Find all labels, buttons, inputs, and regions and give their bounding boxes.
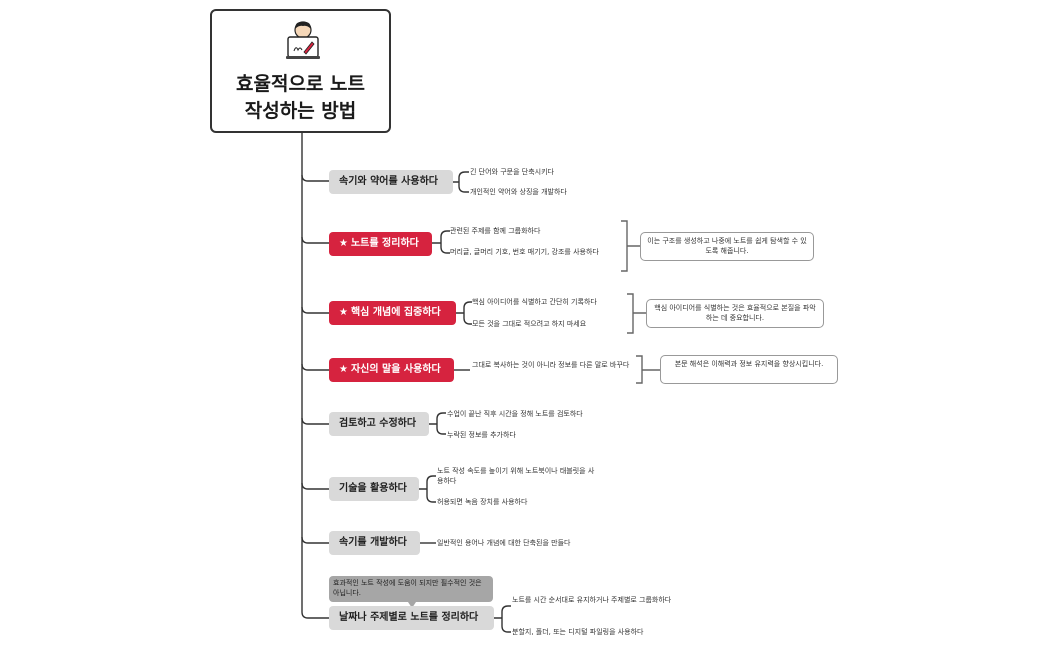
subtopic[interactable]: 누락된 정보를 추가하다	[447, 431, 516, 439]
star-icon: ★	[339, 364, 348, 375]
subtopic[interactable]: 머리글, 글머리 기호, 번호 매기기, 강조를 사용하다	[450, 248, 599, 256]
branch-topic-organize-by-date-topic[interactable]: 날짜나 주제별로 노트를 정리하다	[329, 606, 494, 630]
branch-topic-review-revise[interactable]: 검토하고 수정하다	[329, 412, 429, 436]
branch-label: 핵심 개념에 집중하다	[350, 307, 441, 318]
subtopic[interactable]: 그대로 복사하는 것이 아니라 정보를 다른 말로 바꾸다	[472, 361, 630, 369]
summary-note[interactable]: 본문 해석은 이해력과 정보 유지력을 향상시킵니다.	[660, 355, 838, 384]
subtopic[interactable]: 노트를 시간 순서대로 유지하거나 주제별로 그룹화하다	[512, 596, 672, 604]
branch-topic-focus-key-concepts[interactable]: ★핵심 개념에 집중하다	[329, 301, 456, 325]
branch-topic-organize-notes[interactable]: ★노트를 정리하다	[329, 232, 432, 256]
branch-label: 속기와 약어를 사용하다	[339, 176, 438, 187]
branch-label: 검토하고 수정하다	[339, 418, 417, 429]
root-title: 효율적으로 노트 작성하는 방법	[236, 73, 365, 122]
branch-label: 날짜나 주제별로 노트를 정리하다	[339, 612, 479, 623]
subtopic[interactable]: 수업이 끝난 직후 시간을 정해 노트를 검토하다	[447, 410, 583, 418]
branch-topic-use-technology[interactable]: 기술을 활용하다	[329, 477, 419, 501]
subtopic[interactable]: 일반적인 용어나 개념에 대한 단축된을 만들다	[437, 539, 571, 547]
subtopic[interactable]: 핵심 아이디어를 식별하고 간단히 기록하다	[472, 298, 597, 306]
subtopic[interactable]: 노트 작성 속도를 높이기 위해 노트북이나 태블릿을 사용하다	[437, 467, 595, 485]
branch-label: 노트를 정리하다	[350, 238, 419, 249]
branch-topic-develop-shorthand[interactable]: 속기를 개발하다	[329, 531, 420, 555]
branch-label: 자신의 말을 사용하다	[350, 364, 441, 375]
branch-topic-use-own-words[interactable]: ★자신의 말을 사용하다	[329, 358, 454, 382]
subtopic[interactable]: 긴 단어와 구문을 단축시키다	[470, 168, 554, 176]
subtopic[interactable]: 모든 것을 그대로 적으려고 하지 마세요	[472, 320, 587, 328]
branch-label: 속기를 개발하다	[339, 537, 407, 548]
summary-note[interactable]: 핵심 아이디어를 식별하는 것은 효율적으로 본질을 파악하는 데 중요합니다.	[646, 299, 824, 328]
star-icon: ★	[339, 307, 348, 318]
branch-topic-shorthand-abbreviations[interactable]: 속기와 약어를 사용하다	[329, 170, 453, 194]
branch-label: 기술을 활용하다	[339, 483, 407, 494]
root-topic[interactable]: 효율적으로 노트 작성하는 방법	[210, 9, 391, 133]
subtopic[interactable]: 관련된 주제를 함께 그룹화하다	[450, 227, 541, 235]
callout-note[interactable]: 효과적인 노트 작성에 도움이 되지만 필수적인 것은 아닙니다.	[329, 576, 493, 602]
subtopic[interactable]: 분할지, 폴더, 또는 디지털 파일링을 사용하다	[512, 628, 644, 636]
subtopic[interactable]: 허용되면 녹음 장치를 사용하다	[437, 498, 528, 506]
subtopic[interactable]: 개인적인 약어와 상징을 개발하다	[470, 188, 567, 196]
star-icon: ★	[339, 238, 348, 249]
summary-note[interactable]: 이는 구조를 생성하고 나중에 노트를 쉽게 탐색할 수 있도록 해줍니다.	[640, 232, 814, 261]
person-writing-on-laptop-icon	[286, 21, 320, 59]
